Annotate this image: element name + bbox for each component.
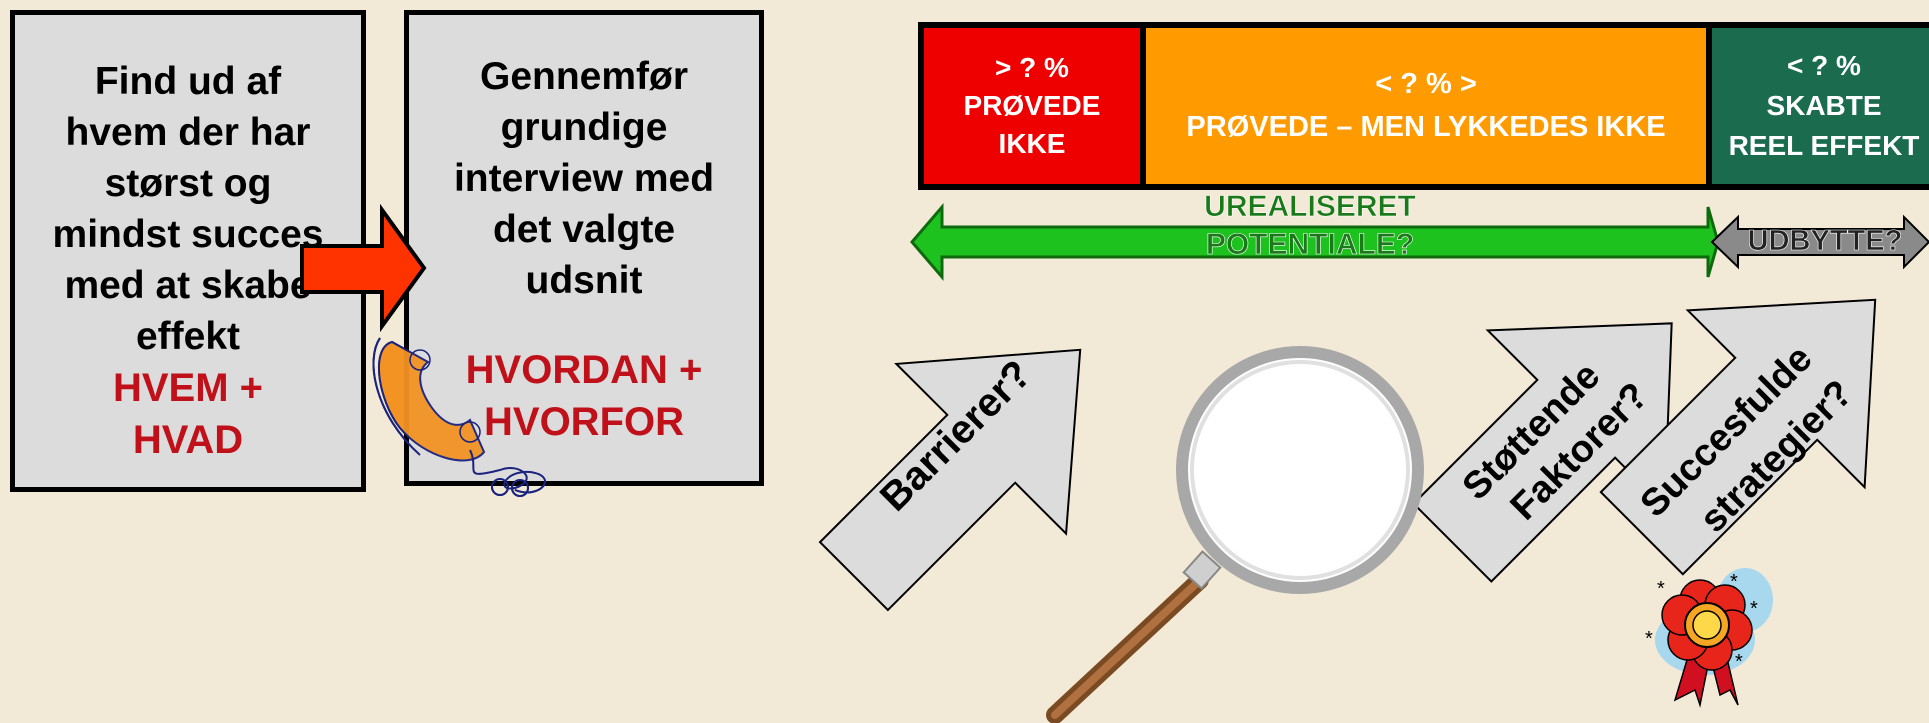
find-out-line: Find ud af [94, 60, 282, 103]
award-rosette-icon: * * * * * [1645, 568, 1773, 708]
find-out-line: med at skabe [64, 264, 312, 307]
svg-text:*: * [1645, 628, 1653, 650]
find-out-line: hvem der har [65, 111, 311, 154]
find-out-line: effekt [135, 315, 241, 358]
bar-label: PRØVEDE – MEN LYKKEDES IKKE [1186, 111, 1666, 143]
find-out-accent: HVAD [132, 418, 244, 462]
unrealized-potential-label: UREALISERET POTENTIALE? [1190, 188, 1430, 264]
svg-text:*: * [1735, 651, 1743, 673]
find-out-box: Find ud af hvem der har størst og mindst… [10, 10, 366, 492]
bar-label: SKABTE [1766, 90, 1882, 121]
svg-text:*: * [1730, 571, 1738, 593]
potential-line: UREALISERET [1204, 190, 1416, 224]
find-out-line: størst og [104, 162, 272, 205]
svg-text:*: * [1750, 598, 1758, 620]
bar-segment-tried-failed: < ? % > PRØVEDE – MEN LYKKEDES IKKE [1140, 22, 1712, 190]
find-out-accent: HVEM + [112, 366, 264, 410]
interview-line: grundige [500, 106, 668, 149]
strategies-arrow [1599, 298, 1877, 576]
bar-segment-real-effect: < ? % SKABTE REEL EFFEKT [1712, 22, 1929, 190]
interview-line: interview med [453, 157, 715, 200]
interview-accent: HVORDAN + [465, 348, 703, 392]
find-out-line: mindst succes [52, 213, 324, 256]
interview-line: udsnit [525, 259, 643, 302]
magnifier-icon [1046, 346, 1424, 723]
bar-percent: < ? % [1787, 50, 1861, 81]
interview-accent: HVORFOR [484, 400, 684, 444]
interview-line: det valgte [492, 208, 676, 251]
bar-percent: < ? % > [1375, 68, 1477, 100]
bar-label: REEL EFFEKT [1728, 130, 1920, 161]
bar-segment-tried-not: > ? % PRØVEDE IKKE [918, 22, 1140, 190]
barriers-arrow [818, 348, 1082, 612]
interview-line: Gennemfør [479, 55, 689, 98]
bar-label: IKKE [998, 128, 1066, 159]
udbytte-label: UDBYTTE? [1747, 225, 1903, 258]
supporting-factors-arrow [1412, 322, 1673, 583]
potential-line: POTENTIALE? [1205, 228, 1415, 262]
svg-text:*: * [1657, 578, 1665, 600]
udbytte-arrow [1710, 214, 1929, 270]
bar-label: PRØVEDE [963, 90, 1101, 121]
bar-percent: > ? % [995, 52, 1069, 83]
interview-box: Gennemfør grundige interview med det val… [404, 10, 764, 486]
